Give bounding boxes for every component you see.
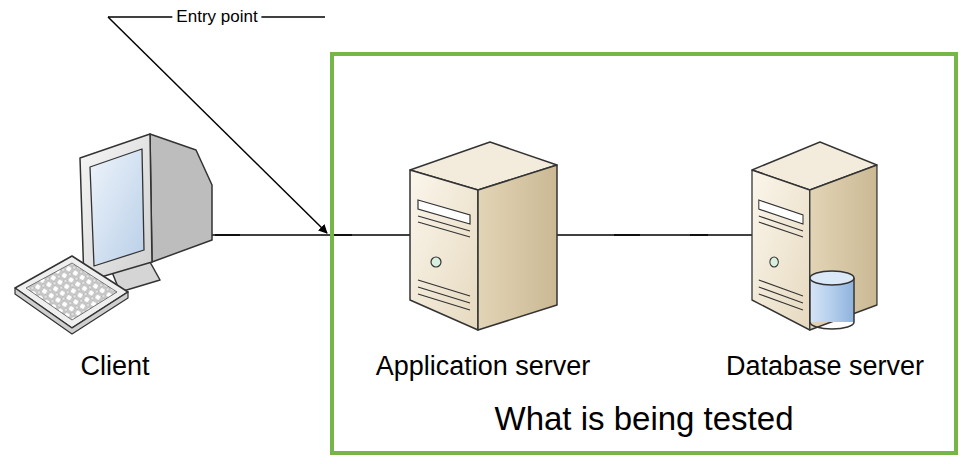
test-boundary: Application server Database serverWhat is…	[330, 52, 958, 455]
node-label: Client	[80, 350, 149, 382]
client-node: Client	[15, 125, 215, 390]
server-icon	[410, 142, 557, 330]
boundary-label: What is being tested	[495, 399, 794, 439]
callout-label: Entry point	[172, 7, 261, 27]
node-label: Database server	[726, 350, 924, 382]
node-label: Application server	[376, 350, 591, 382]
computer-icon	[15, 134, 212, 334]
database-server-icon	[752, 142, 877, 330]
server-node: Application server	[352, 125, 614, 390]
database-node: Database server	[708, 125, 942, 390]
connector-line	[614, 234, 708, 236]
